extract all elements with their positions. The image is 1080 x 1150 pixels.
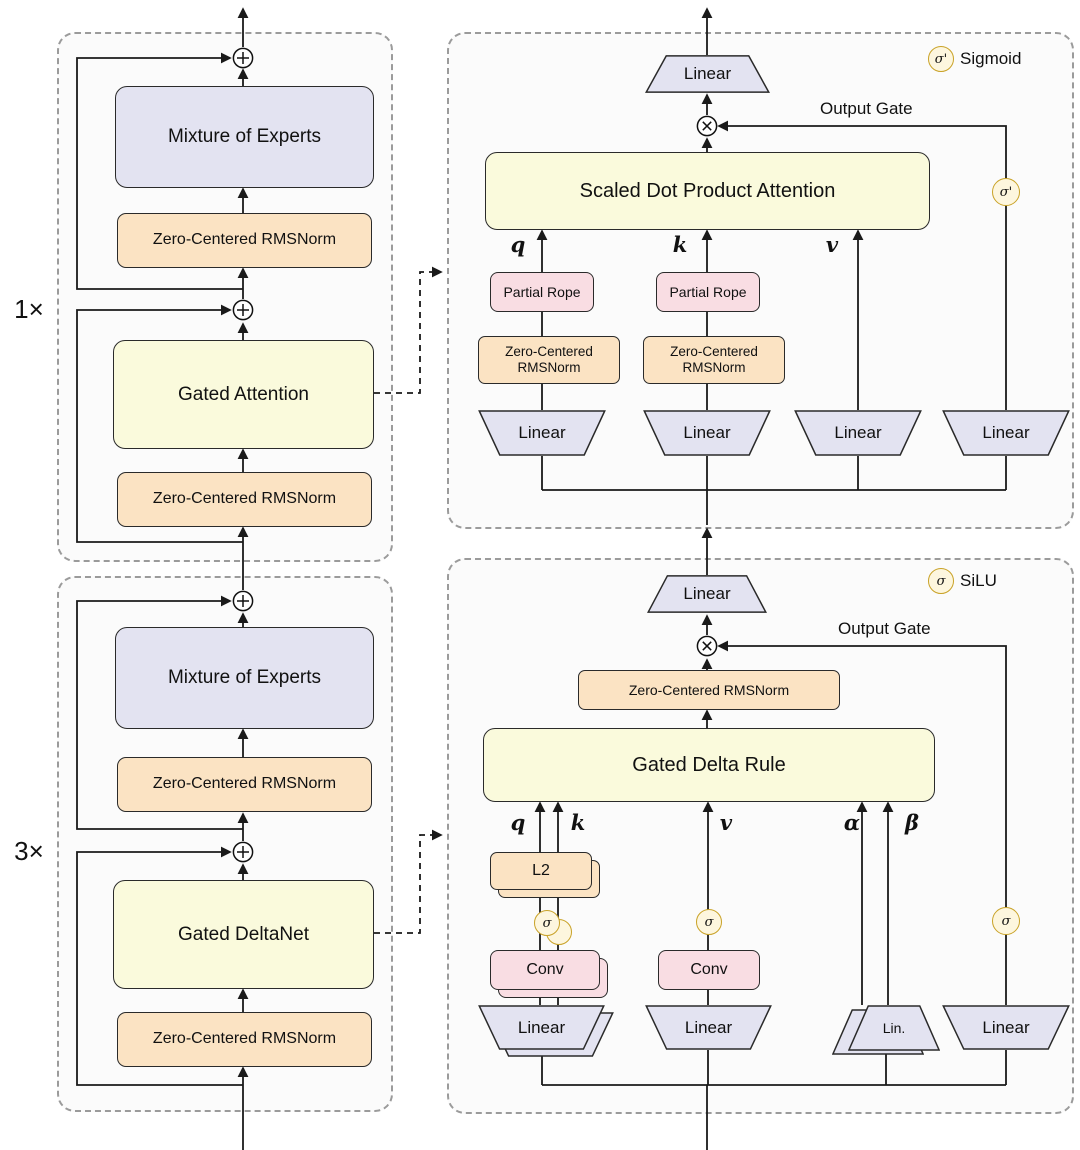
rmsnorm-box-deltanet-lower: Zero-Centered RMSNorm bbox=[117, 1012, 372, 1067]
gated-delta-rule-box: Gated Delta Rule bbox=[483, 728, 935, 802]
gated-attention-box: Gated Attention bbox=[113, 340, 374, 449]
detail-reference-arrows bbox=[374, 266, 443, 934]
deltanet-output-linear-label: Linear bbox=[683, 584, 731, 603]
rmsnorm-box-k: Zero-Centered RMSNorm bbox=[643, 336, 785, 384]
attention-output-gate-label: Output Gate bbox=[820, 99, 913, 118]
silu-gate-icon: σ bbox=[992, 907, 1020, 935]
rmsnorm-box-attention-lower: Zero-Centered RMSNorm bbox=[117, 472, 372, 527]
qk-projection-linear: Linear bbox=[478, 1005, 605, 1050]
v-deltanet-linear-label: Linear bbox=[684, 1017, 733, 1037]
rmsnorm-box-deltanet-detail: Zero-Centered RMSNorm bbox=[578, 670, 840, 710]
moe-box-deltanet: Mixture of Experts bbox=[115, 627, 374, 729]
beta-linear: Lin. bbox=[848, 1005, 940, 1051]
rmsnorm-box-deltanet-upper: Zero-Centered RMSNorm bbox=[117, 757, 372, 812]
delta-value-label: v bbox=[719, 810, 733, 835]
sigmoid-legend-icon: σ' bbox=[928, 46, 954, 72]
delta-key-label: k bbox=[570, 810, 586, 835]
query-label: q bbox=[510, 232, 526, 257]
k-projection-linear-label: Linear bbox=[683, 423, 731, 442]
residual-add-icon-b1 bbox=[232, 590, 254, 612]
attention-gate-linear-label: Linear bbox=[982, 423, 1030, 442]
residual-add-icon-a1 bbox=[232, 47, 254, 69]
sigmoid-legend-label: Sigmoid bbox=[960, 49, 1022, 68]
qk-projection-linear-label: Linear bbox=[517, 1017, 566, 1037]
deltanet-output-gate-multiply-icon bbox=[696, 635, 718, 657]
attention-output-linear: Linear bbox=[645, 55, 770, 93]
value-label: v bbox=[825, 232, 839, 257]
rmsnorm-box-attention-upper: Zero-Centered RMSNorm bbox=[117, 213, 372, 268]
conv-box-v: Conv bbox=[658, 950, 760, 990]
moe-box-attention: Mixture of Experts bbox=[115, 86, 374, 188]
deltanet-gate-linear: Linear bbox=[942, 1005, 1070, 1050]
deltanet-block-repeat-count: 3× bbox=[14, 836, 44, 866]
beta-linear-label: Lin. bbox=[882, 1020, 906, 1036]
q-projection-linear-label: Linear bbox=[518, 423, 566, 442]
attention-output-gate-multiply-icon bbox=[696, 115, 718, 137]
attention-block-repeat-count: 1× bbox=[14, 294, 44, 324]
key-label: k bbox=[672, 232, 688, 257]
partial-rope-box-k: Partial Rope bbox=[656, 272, 760, 312]
beta-label: β bbox=[905, 810, 919, 835]
attention-output-linear-label: Linear bbox=[683, 64, 732, 83]
partial-rope-box-q: Partial Rope bbox=[490, 272, 594, 312]
residual-add-icon-a2 bbox=[232, 299, 254, 321]
sigmoid-gate-icon: σ' bbox=[992, 178, 1020, 206]
attention-gate-linear: Linear bbox=[942, 410, 1070, 456]
residual-add-icon-b2 bbox=[232, 841, 254, 863]
silu-legend-label: SiLU bbox=[960, 571, 997, 590]
silu-v-icon: σ bbox=[696, 909, 722, 935]
gated-deltanet-box: Gated DeltaNet bbox=[113, 880, 374, 989]
silu-qk-icon: σ bbox=[534, 910, 560, 936]
v-deltanet-linear: Linear bbox=[645, 1005, 772, 1050]
l2-norm-box: L2 bbox=[490, 852, 592, 890]
conv-box-qk: Conv bbox=[490, 950, 600, 990]
k-projection-linear: Linear bbox=[643, 410, 771, 456]
delta-query-label: q bbox=[510, 810, 526, 835]
deltanet-output-gate-label: Output Gate bbox=[838, 619, 931, 638]
silu-legend-icon: σ bbox=[928, 568, 954, 594]
v-projection-linear-label: Linear bbox=[834, 423, 882, 442]
alpha-label: α bbox=[843, 810, 861, 835]
v-projection-linear: Linear bbox=[794, 410, 922, 456]
sdpa-box: Scaled Dot Product Attention bbox=[485, 152, 930, 230]
rmsnorm-box-q: Zero-Centered RMSNorm bbox=[478, 336, 620, 384]
q-projection-linear: Linear bbox=[478, 410, 606, 456]
deltanet-output-linear: Linear bbox=[647, 575, 767, 613]
deltanet-gate-linear-label: Linear bbox=[982, 1017, 1030, 1037]
